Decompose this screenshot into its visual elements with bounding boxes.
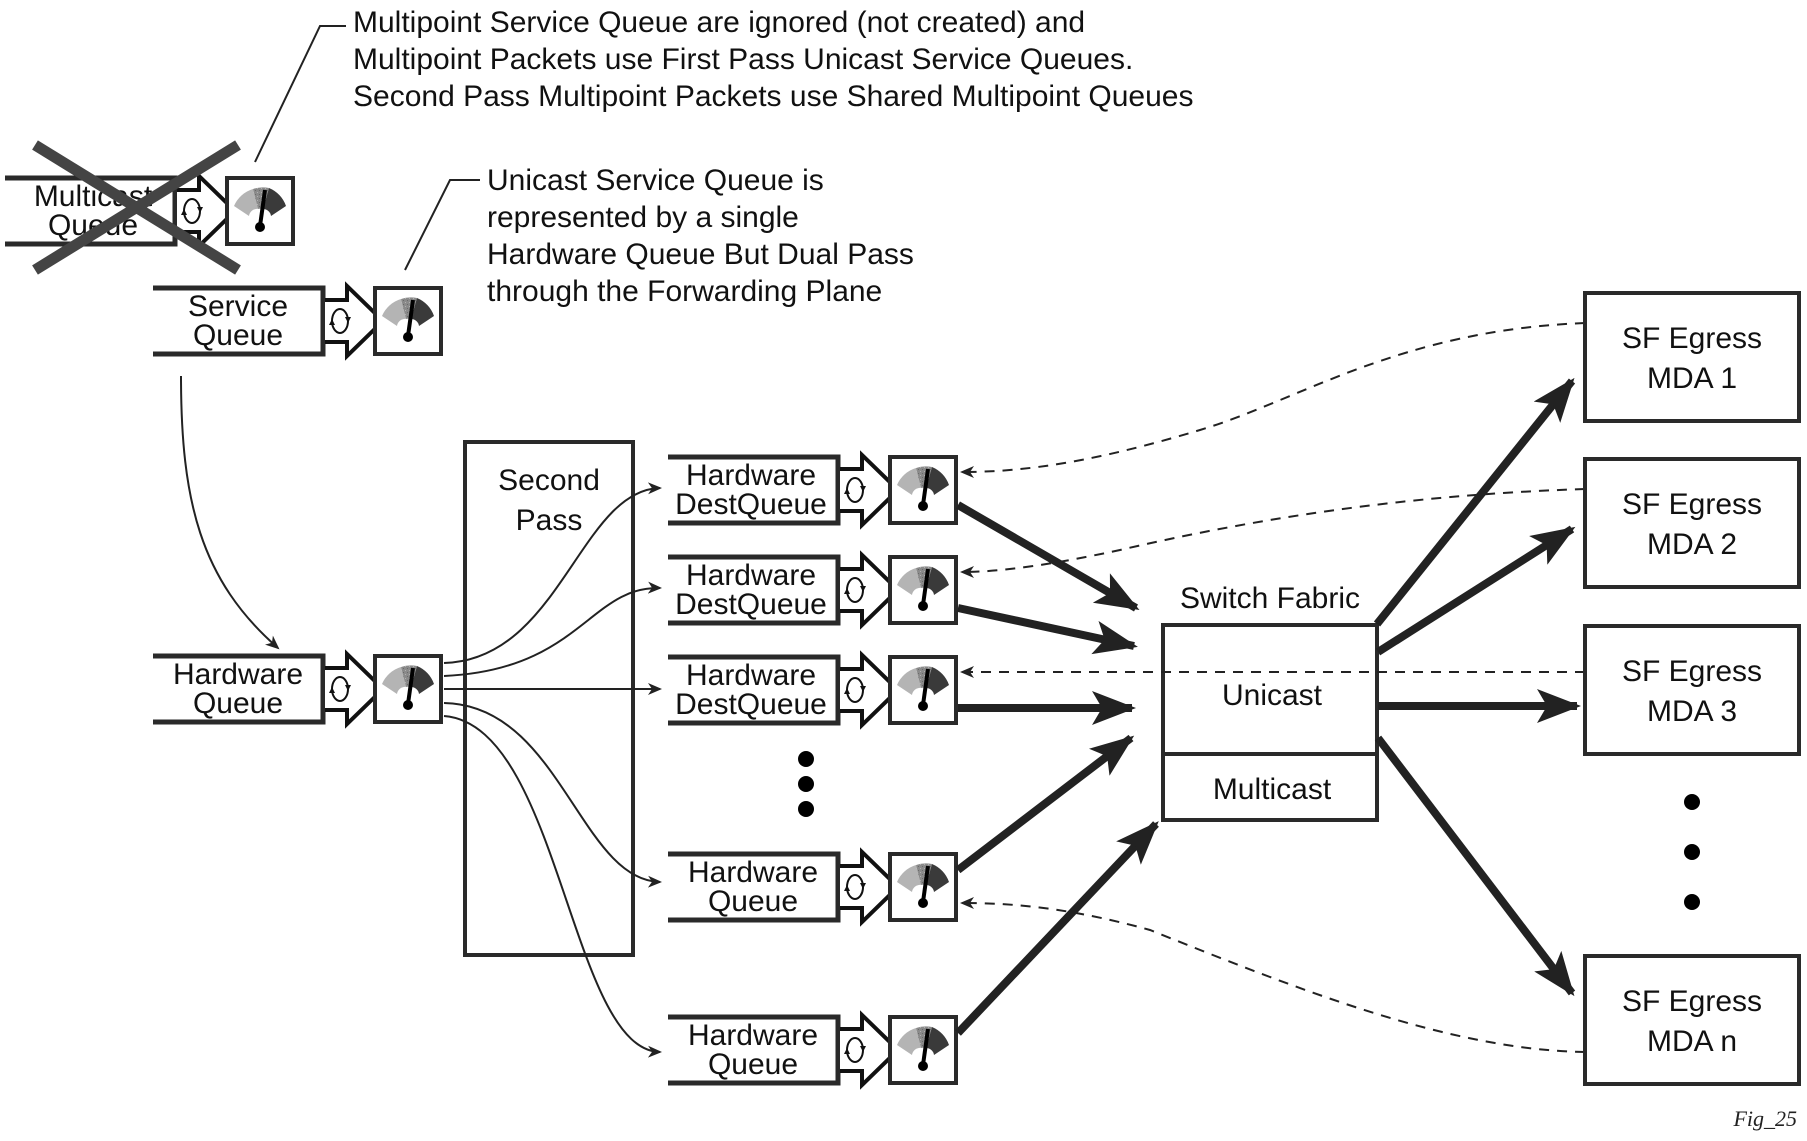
- output-queue-label-1: Hardware: [688, 1019, 818, 1052]
- output-queue-label-2: DestQueue: [675, 688, 827, 721]
- gauge-meter-icon: [373, 654, 443, 724]
- unicast-note-line-4: through the Forwarding Plane: [487, 275, 882, 308]
- cross-out-icon: [32, 140, 241, 275]
- unicast-note-line-2: represented by a single: [487, 201, 799, 234]
- backpressure-mda-1: [960, 322, 1586, 478]
- output-queue-label-1: Hardware: [686, 659, 816, 692]
- fan-arrow-5: [443, 715, 662, 1058]
- gauge-meter-icon: [373, 286, 443, 356]
- egress-arrow-1: [1373, 377, 1576, 627]
- switch-fabric: Switch Fabric Unicast Multicast: [1161, 582, 1379, 822]
- unicast-note: Unicast Service Queue is represented by …: [404, 164, 914, 308]
- vertical-ellipsis: [1684, 794, 1700, 910]
- fan-arrow-1: [443, 482, 662, 664]
- multipoint-note-line-1: Multipoint Service Queue are ignored (no…: [353, 6, 1085, 39]
- egress-mda-n: SF Egress MDA n: [1583, 954, 1801, 1086]
- egress-label-2: MDA 3: [1647, 695, 1737, 728]
- switch-fabric-unicast: Unicast: [1222, 679, 1323, 712]
- output-queue-label-1: Hardware: [686, 459, 816, 492]
- egress-mda-2: SF Egress MDA 2: [1583, 457, 1801, 589]
- output-queue-2: Hardware DestQueue: [668, 555, 898, 625]
- gauge-meter-icon: [888, 852, 958, 922]
- second-pass-label-2: Pass: [516, 504, 583, 537]
- output-queue-3: Hardware DestQueue: [668, 655, 898, 725]
- gauge-meter-icon: [225, 176, 295, 246]
- service-queue-label-2: Queue: [193, 319, 283, 352]
- backpressure-mda-2: [960, 488, 1586, 578]
- egress-label-2: MDA n: [1647, 1025, 1737, 1058]
- egress-label-1: SF Egress: [1622, 488, 1762, 521]
- output-queue-4: Hardware Queue: [668, 852, 898, 922]
- second-pass-box: Second Pass: [463, 440, 635, 957]
- unicast-note-leader: [404, 179, 480, 271]
- egress-arrow-2: [1375, 525, 1576, 656]
- gauge-meter-icon: [888, 655, 958, 725]
- output-queue-5: Hardware Queue: [668, 1015, 898, 1085]
- multipoint-note-line-2: Multipoint Packets use First Pass Unicas…: [353, 43, 1133, 76]
- backpressure-lines: [960, 322, 1586, 1053]
- output-queue-label-2: DestQueue: [675, 488, 827, 521]
- egress-label-1: SF Egress: [1622, 322, 1762, 355]
- figure-label: Fig_25: [1732, 1106, 1797, 1131]
- output-queue-1: Hardware DestQueue: [668, 455, 898, 525]
- egress-label-2: MDA 1: [1647, 362, 1737, 395]
- multipoint-note: Multipoint Service Queue are ignored (no…: [254, 6, 1193, 163]
- second-pass-label-1: Second: [498, 464, 600, 497]
- vertical-ellipsis: [798, 751, 814, 817]
- egress-arrow-n: [1374, 735, 1576, 997]
- egress-mda-1: SF Egress MDA 1: [1583, 291, 1801, 423]
- service-queue-label-1: Service: [188, 290, 288, 323]
- hardware-queue-label-1: Hardware: [173, 658, 303, 691]
- unicast-note-line-1: Unicast Service Queue is: [487, 164, 824, 197]
- gauge-meter-icon: [888, 455, 958, 525]
- fabric-arrow-5: [955, 821, 1159, 1036]
- fabric-arrow-4: [955, 734, 1135, 874]
- hardware-queue-first-pass: Hardware Queue: [153, 654, 383, 724]
- output-queue-label-2: DestQueue: [675, 588, 827, 621]
- switch-fabric-title: Switch Fabric: [1180, 582, 1360, 615]
- fan-arrow-2: [443, 581, 662, 677]
- egress-arrows: [1373, 377, 1581, 997]
- egress-label-2: MDA 2: [1647, 528, 1737, 561]
- ingress-fabric-arrows: [955, 501, 1159, 1036]
- switch-fabric-box: [1161, 623, 1379, 822]
- output-queue-label-1: Hardware: [688, 856, 818, 889]
- output-queue-label-1: Hardware: [686, 559, 816, 592]
- fan-out-arrows: [443, 482, 662, 1058]
- service-to-hardware-arrow: [180, 375, 280, 650]
- output-queue-label-2: Queue: [708, 1048, 798, 1081]
- multipoint-note-line-3: Second Pass Multipoint Packets use Share…: [353, 80, 1193, 113]
- fan-arrow-4: [443, 702, 662, 888]
- hardware-queue-label-2: Queue: [193, 687, 283, 720]
- multicast-queue: Multicast Queue: [5, 176, 235, 246]
- fabric-arrow-1: [955, 501, 1140, 612]
- fabric-arrow-2: [957, 604, 1138, 655]
- multipoint-note-leader: [254, 25, 346, 163]
- output-queue-label-2: Queue: [708, 885, 798, 918]
- service-queue: Service Queue: [153, 286, 383, 356]
- gauge-meter-icon: [888, 555, 958, 625]
- gauge-meter-icon: [888, 1015, 958, 1085]
- egress-label-1: SF Egress: [1622, 655, 1762, 688]
- egress-mda-3: SF Egress MDA 3: [1583, 624, 1801, 756]
- unicast-note-line-3: Hardware Queue But Dual Pass: [487, 238, 914, 271]
- egress-label-1: SF Egress: [1622, 985, 1762, 1018]
- switch-fabric-multicast: Multicast: [1213, 773, 1332, 806]
